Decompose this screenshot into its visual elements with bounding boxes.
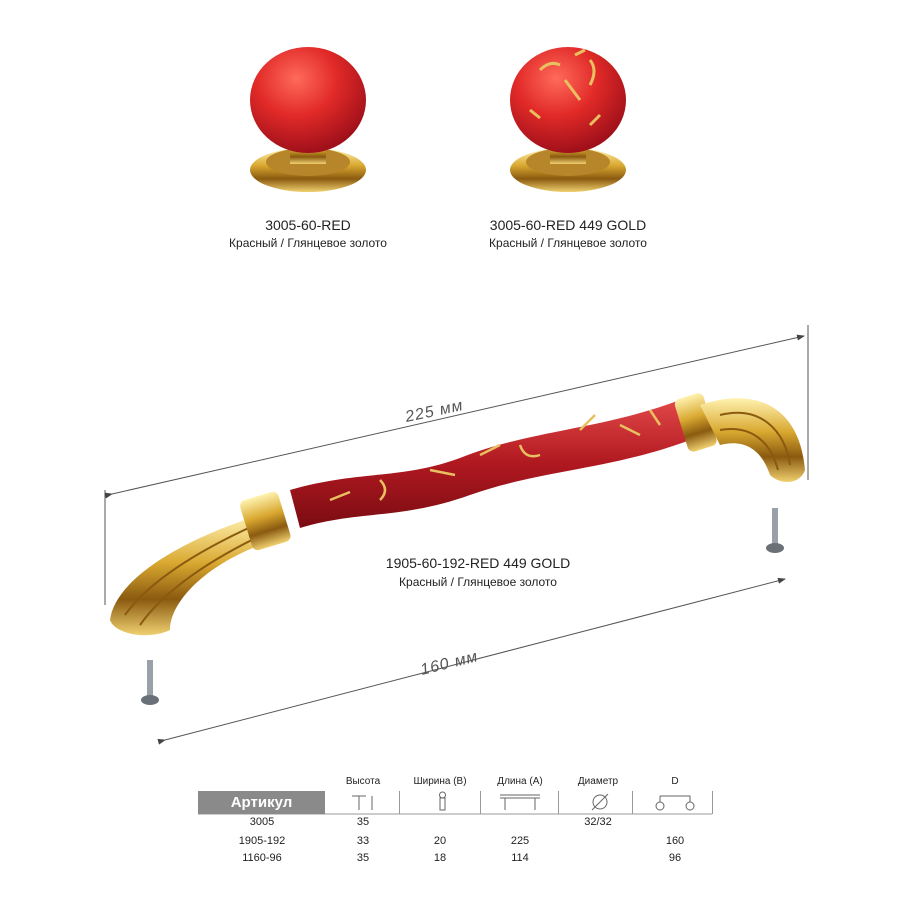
cell-length: 114 bbox=[511, 852, 529, 864]
cell-article: 1905-192 bbox=[238, 835, 286, 847]
col-d: D bbox=[671, 776, 679, 787]
cell-d: 160 bbox=[665, 835, 685, 847]
cell-height: 35 bbox=[356, 852, 370, 864]
col-width: Ширина (B) bbox=[413, 776, 467, 787]
handle-finish: Красный / Глянцевое золото bbox=[399, 575, 557, 589]
cell-width: 20 bbox=[433, 835, 447, 847]
knob-plain-code: 3005-60-RED bbox=[265, 217, 351, 233]
handle-code: 1905-60-192-RED 449 GOLD bbox=[385, 555, 571, 571]
screw-image bbox=[141, 508, 784, 705]
cell-height: 33 bbox=[356, 835, 370, 847]
col-height: Высота bbox=[345, 776, 381, 787]
knob-plain-image bbox=[250, 47, 366, 192]
cell-length: 225 bbox=[510, 835, 530, 847]
knob-plain-finish: Красный / Глянцевое золото bbox=[229, 236, 387, 250]
cell-height: 35 bbox=[356, 816, 370, 828]
cell-d: 96 bbox=[668, 852, 682, 864]
cell-article: 1160-96 bbox=[242, 852, 282, 864]
col-diameter: Диаметр bbox=[577, 776, 619, 787]
table-header-icons bbox=[352, 791, 695, 811]
col-length: Длина (A) bbox=[497, 776, 543, 787]
cell-width: 18 bbox=[433, 852, 447, 864]
knob-gold-finish: Красный / Глянцевое золото bbox=[489, 236, 647, 250]
knob-gold-veined-image bbox=[510, 47, 626, 192]
handle-image bbox=[110, 393, 805, 636]
cell-diameter: 32/32 bbox=[584, 816, 612, 828]
knob-gold-code: 3005-60-RED 449 GOLD bbox=[489, 217, 647, 233]
article-header: Артикул bbox=[198, 791, 325, 814]
cell-article: 3005 bbox=[249, 816, 275, 828]
